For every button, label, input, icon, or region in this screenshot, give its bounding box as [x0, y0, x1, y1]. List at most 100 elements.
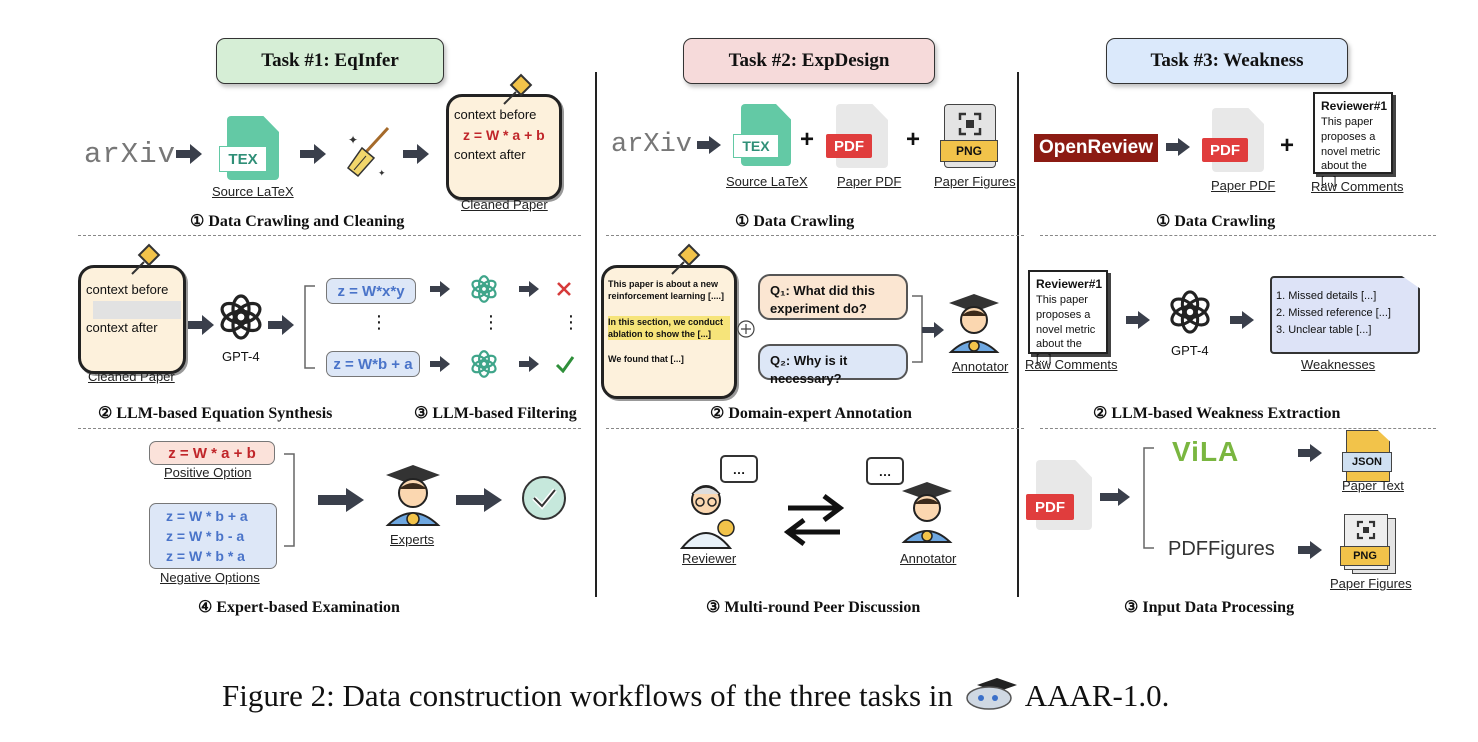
arxiv-logo-text: arXiv [84, 138, 177, 171]
arrow-icon [268, 315, 294, 335]
robot-mascot-icon [965, 678, 1017, 710]
pdf-file-icon: PDF [1202, 108, 1264, 172]
positive-option-text: z = W * a + b [168, 444, 256, 462]
pdf-label: PDF [834, 137, 864, 155]
weaknesses-caption: Weaknesses [1301, 357, 1376, 372]
raw-comments-caption: Raw Comments [1311, 179, 1404, 194]
arrow-icon [1298, 541, 1322, 559]
vila-text: ViLA [1172, 436, 1240, 467]
candidate-equation: z = W*b + a [326, 351, 420, 377]
paper-pdf-caption: Paper PDF [837, 174, 902, 189]
gpt4-label: GPT-4 [1171, 343, 1209, 358]
arrow-icon [1166, 138, 1190, 156]
paper-figures-caption: Paper Figures [1330, 576, 1412, 591]
negative-options-box: z = W * b + a z = W * b - a z = W * b * … [149, 503, 277, 569]
tex-file-icon: TEX [219, 116, 279, 180]
pdf-file-icon: PDF [826, 104, 888, 168]
pdffigures-logo: PDFFigures [1168, 538, 1275, 561]
column-divider-1 [595, 72, 597, 597]
arrow-icon [1298, 444, 1322, 462]
question-2-text: Q₂: Why is it necessary? [770, 353, 848, 387]
bracket-icon [1143, 447, 1154, 549]
task2-step3-label: ③ Multi-round Peer Discussion [706, 599, 921, 616]
weakness-item: 1. Missed details [...] [1276, 290, 1377, 302]
figure-caption-suffix: AAAR-1.0. [1024, 678, 1170, 713]
arrow-icon [430, 356, 450, 372]
speech-bubble-icon: … [866, 457, 904, 485]
arxiv-logo: arXiv [611, 130, 692, 160]
weakness-item: 3. Unclear table [...] [1276, 324, 1372, 336]
json-file-icon: JSON [1342, 430, 1392, 482]
png-label: PNG [955, 144, 982, 158]
arxiv-logo-text: arXiv [611, 130, 693, 160]
openreview-text: OpenReview [1038, 137, 1154, 158]
vila-logo: ViLA [1172, 436, 1239, 468]
annotator-caption: Annotator [900, 551, 957, 566]
cleaned-paper-caption: Cleaned Paper [88, 369, 175, 384]
paper-text-line: This paper is about a new reinforcement … [608, 279, 725, 302]
masked-region [93, 301, 181, 319]
speech-bubble-icon: … [720, 455, 758, 483]
task1-step4-label: ④ Expert-based Examination [198, 599, 400, 616]
tex-label: TEX [742, 138, 770, 154]
question-box-1: Q₁: What did this experiment do? [758, 274, 908, 320]
gpt-filter-logo-icon [471, 350, 497, 378]
note-body: This paper proposes a novel metric about… [1036, 293, 1096, 366]
vertical-dots: ⋮ [482, 312, 500, 332]
row-divider [78, 428, 581, 429]
pdf-file-icon: PDF [1026, 460, 1092, 530]
broom-icon: ✦ ✦ [346, 126, 390, 178]
note-body: This paper proposes a novel metric about… [1321, 115, 1381, 188]
arrow-icon [176, 144, 202, 164]
row-divider [78, 235, 581, 236]
verified-check-icon [522, 476, 566, 520]
pdffigures-text: PDFFigures [1168, 538, 1275, 560]
note-title: Reviewer#1 [1036, 277, 1103, 291]
paper-pdf-caption: Paper PDF [1211, 178, 1276, 193]
candidate-equation: z = W*x*y [326, 278, 416, 304]
pushpin-icon [503, 73, 533, 105]
paper-figures-caption: Paper Figures [934, 174, 1016, 189]
bracket-icon [304, 285, 315, 369]
arrow-icon [403, 144, 429, 164]
openreview-logo: OpenReview [1034, 134, 1158, 162]
candidate-equation-text: z = W*b + a [333, 355, 413, 373]
pushpin-icon [131, 243, 161, 275]
arrow-icon [456, 488, 502, 512]
gpt4-label: GPT-4 [222, 349, 260, 364]
bubble-text: … [878, 463, 892, 479]
json-label: JSON [1352, 456, 1382, 468]
cross-icon [557, 282, 571, 296]
paper-text-caption: Paper Text [1342, 478, 1404, 493]
candidate-equation-text: z = W*x*y [337, 282, 405, 300]
task2-step2-label: ② Domain-expert Annotation [710, 405, 912, 422]
arrow-icon [1230, 311, 1254, 329]
exchange-arrows-icon [784, 494, 844, 546]
check-icon [555, 356, 575, 373]
plus-sign: + [906, 126, 921, 153]
row-divider [1040, 235, 1436, 236]
context-before-text: context before [86, 282, 169, 297]
context-after-text: context after [86, 320, 158, 335]
arrow-icon [922, 322, 944, 338]
task1-title-text: Task #1: EqInfer [261, 50, 399, 71]
bubble-text: … [732, 461, 746, 477]
cleaned-paper-card: context before z = W * a + b context aft… [446, 94, 562, 200]
arrow-icon [188, 315, 214, 335]
tex-label: TEX [228, 150, 258, 168]
task3-step3-label: ③ Input Data Processing [1124, 599, 1295, 616]
source-latex-caption: Source LaTeX [212, 184, 294, 199]
task3-step1-label: ① Data Crawling [1156, 213, 1276, 230]
column-divider-2 [1017, 72, 1019, 597]
task3-title-text: Task #3: Weakness [1150, 50, 1304, 71]
source-latex-caption: Source LaTeX [726, 174, 808, 189]
png-label: PNG [1353, 550, 1377, 562]
vertical-dots: ⋮ [562, 312, 580, 332]
weakness-item: 2. Missed reference [...] [1276, 307, 1391, 319]
paper-text-line: We found that [...] [608, 354, 684, 364]
row-divider [606, 428, 1024, 429]
reviewer-comment-note: Reviewer#1 This paper proposes a novel m… [1313, 92, 1393, 187]
positive-option: z = W * a + b [149, 441, 275, 465]
weaknesses-card: 1. Missed details [...] 2. Missed refere… [1270, 276, 1420, 354]
task2-step1-label: ① Data Crawling [735, 213, 855, 230]
